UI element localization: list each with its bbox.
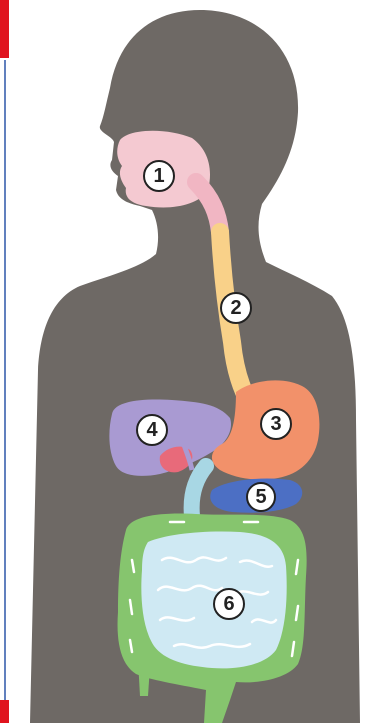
label-pancreas: 5 [247,483,275,511]
label-number: 6 [223,593,234,615]
label-number: 2 [230,297,241,319]
edge-red-marker-bottom [0,700,9,723]
label-esophagus: 2 [221,293,251,323]
label-liver: 4 [137,415,167,445]
label-mouth: 1 [144,161,174,191]
label-number: 3 [270,413,281,435]
edge-red-marker-top [0,0,9,58]
label-intestine: 6 [214,589,244,619]
label-stomach: 3 [261,409,291,439]
label-number: 5 [255,486,266,508]
large-intestine-tail [138,660,150,696]
label-number: 4 [146,419,158,441]
label-number: 1 [153,165,164,187]
